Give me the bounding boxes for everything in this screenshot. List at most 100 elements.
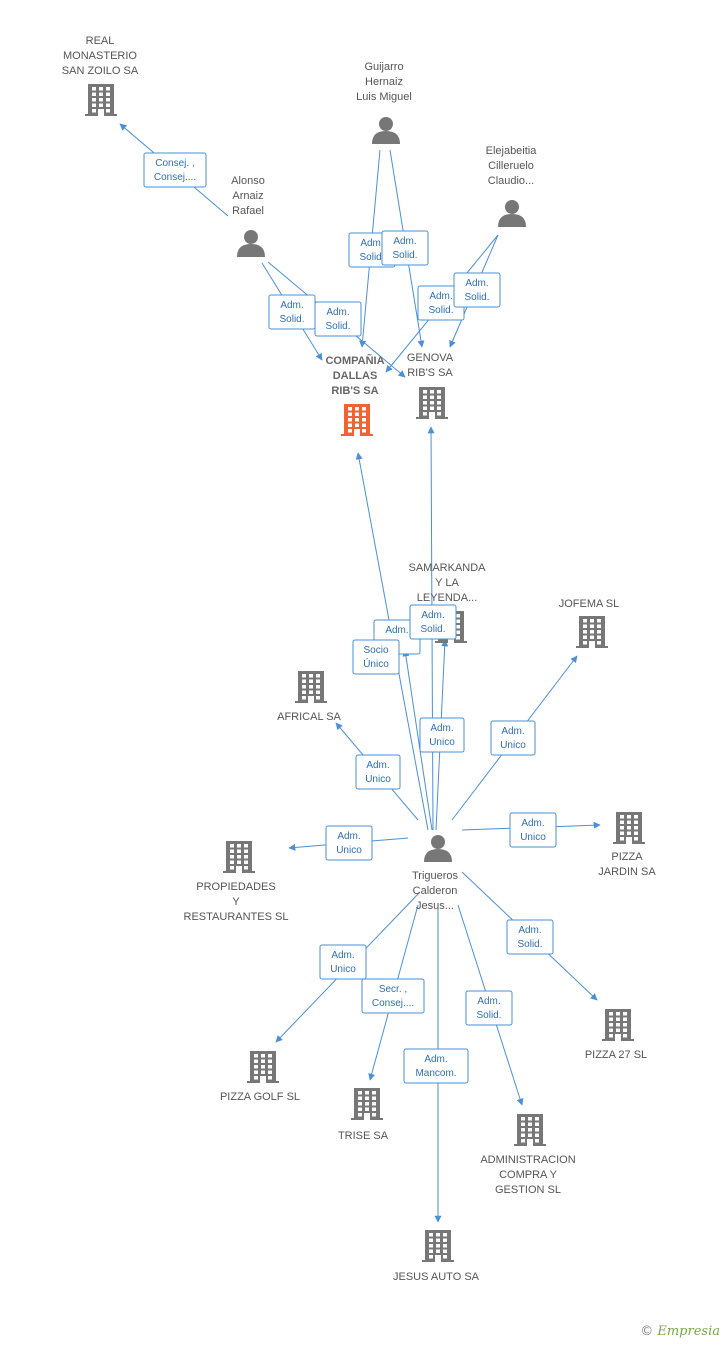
- relation-label-box[interactable]: [143, 152, 207, 188]
- relation-label-box[interactable]: [419, 717, 465, 753]
- relation-label-text: Adm.: [501, 726, 524, 737]
- relation-label-box[interactable]: [319, 944, 367, 980]
- node-label: REAL: [86, 35, 115, 47]
- node-jofema[interactable]: JOFEMA SL: [559, 598, 620, 648]
- building-icon: [613, 812, 645, 844]
- node-label: Jesus...: [416, 900, 454, 912]
- node-label: PROPIEDADES: [196, 881, 275, 893]
- node-label: PIZZA 27 SL: [585, 1049, 647, 1061]
- relation-label[interactable]: Consej. , Consej....: [143, 152, 207, 188]
- relation-label-text: Adm.: [424, 1054, 447, 1065]
- relation-label-box[interactable]: [509, 812, 557, 848]
- node-dallas[interactable]: COMPAÑIA DALLAS RIB'S SA: [325, 354, 385, 436]
- relation-label-text: Consej....: [154, 172, 196, 183]
- node-jesusauto[interactable]: JESUS AUTO SA: [393, 1230, 480, 1283]
- building-icon: [247, 1051, 279, 1083]
- relation-label[interactable]: Adm.Solid.: [268, 294, 316, 330]
- node-elejabeitia[interactable]: ElejabeitiaCillerueloClaudio...: [486, 145, 538, 227]
- relation-label-box[interactable]: [465, 990, 513, 1026]
- node-label: GENOVA: [407, 352, 454, 364]
- relation-label-text: Adm.: [331, 950, 354, 961]
- relation-label-text: Mancom.: [415, 1068, 456, 1079]
- node-label: COMPAÑIA: [325, 354, 384, 367]
- relation-label-text: Solid.: [325, 321, 350, 332]
- relation-label[interactable]: Secr. ,Consej....: [361, 978, 425, 1014]
- node-trigueros[interactable]: TriguerosCalderonJesus...: [412, 835, 459, 912]
- relation-label[interactable]: Adm.Solid.: [314, 301, 362, 337]
- node-label: Guijarro: [364, 61, 403, 73]
- node-label: RESTAURANTES SL: [184, 911, 289, 923]
- relation-label-text: Solid.: [517, 939, 542, 950]
- node-label: Luis Miguel: [356, 91, 412, 103]
- relation-label-text: Consej. ,: [155, 158, 194, 169]
- relation-label[interactable]: Adm.Solid.: [409, 604, 457, 640]
- relation-label-text: Adm.: [393, 236, 416, 247]
- node-label: Elejabeitia: [486, 145, 538, 157]
- relation-label-text: Unico: [429, 737, 455, 748]
- node-trise[interactable]: TRISE SA: [338, 1088, 389, 1142]
- node-pizza27[interactable]: PIZZA 27 SL: [585, 1009, 647, 1061]
- relation-label[interactable]: Adm. Unico: [490, 720, 536, 756]
- node-label: LEYENDA...: [417, 592, 478, 604]
- node-label: Alonso: [231, 175, 265, 187]
- node-genova[interactable]: GENOVA RIB'S SA: [407, 352, 454, 419]
- relation-label-text: Adm.: [421, 610, 444, 621]
- relation-label-text: Socio: [363, 645, 388, 656]
- node-label: ADMINISTRACION: [480, 1154, 575, 1166]
- relation-label-box[interactable]: [506, 919, 554, 955]
- relation-label-text: Adm.: [429, 291, 452, 302]
- building-icon: [514, 1114, 546, 1146]
- relation-label[interactable]: Adm.Solid.: [506, 919, 554, 955]
- relation-label[interactable]: Adm.Solid.: [381, 230, 429, 266]
- relation-label[interactable]: Adm.Unico: [355, 754, 401, 790]
- node-label: JOFEMA SL: [559, 598, 620, 610]
- relation-label[interactable]: Adm. Mancom.: [403, 1048, 469, 1084]
- node-label: Hernaiz: [365, 76, 403, 88]
- relation-label[interactable]: Adm.Solid.: [453, 272, 501, 308]
- relation-label[interactable]: Adm.Unico: [325, 825, 373, 861]
- relation-label-box[interactable]: [381, 230, 429, 266]
- relation-label-box[interactable]: [453, 272, 501, 308]
- relation-label[interactable]: Adm.Unico: [509, 812, 557, 848]
- relation-label-text: Adm.: [366, 760, 389, 771]
- node-pizzagolf[interactable]: PIZZA GOLF SL: [220, 1051, 300, 1103]
- relation-label-box[interactable]: [403, 1048, 469, 1084]
- relation-label-box[interactable]: [490, 720, 536, 756]
- relation-label-text: Adm.: [337, 831, 360, 842]
- relation-label-text: Solid.: [428, 305, 453, 316]
- relation-label-box[interactable]: [355, 754, 401, 790]
- relation-label-box[interactable]: [361, 978, 425, 1014]
- relation-label-box[interactable]: [325, 825, 373, 861]
- relation-label[interactable]: Adm.Unico: [319, 944, 367, 980]
- relation-label[interactable]: Adm.Unico: [419, 717, 465, 753]
- relation-label-text: Unico: [500, 740, 526, 751]
- relation-label-box[interactable]: [314, 301, 362, 337]
- node-africal[interactable]: AFRICAL SA: [277, 671, 342, 723]
- relation-label-text: Solid.: [279, 314, 304, 325]
- node-label: Calderon: [413, 885, 458, 897]
- node-label: JESUS AUTO SA: [393, 1271, 480, 1283]
- building-icon: [295, 671, 327, 703]
- relation-label-text: Adm.: [521, 818, 544, 829]
- node-label: RIB'S SA: [407, 367, 453, 379]
- node-label: Arnaiz: [232, 190, 263, 202]
- relation-label-box[interactable]: [352, 639, 400, 675]
- building-icon: [576, 616, 608, 648]
- relation-label-box[interactable]: [409, 604, 457, 640]
- node-label: SAMARKANDA: [408, 562, 486, 574]
- building-icon: [351, 1088, 383, 1120]
- node-label: Y LA: [435, 577, 459, 589]
- relation-label-text: Solid.: [359, 252, 384, 263]
- node-label: RIB'S SA: [331, 385, 378, 397]
- person-icon: [237, 230, 265, 257]
- node-label: DALLAS: [333, 370, 378, 382]
- relation-label[interactable]: Adm.Solid.: [465, 990, 513, 1026]
